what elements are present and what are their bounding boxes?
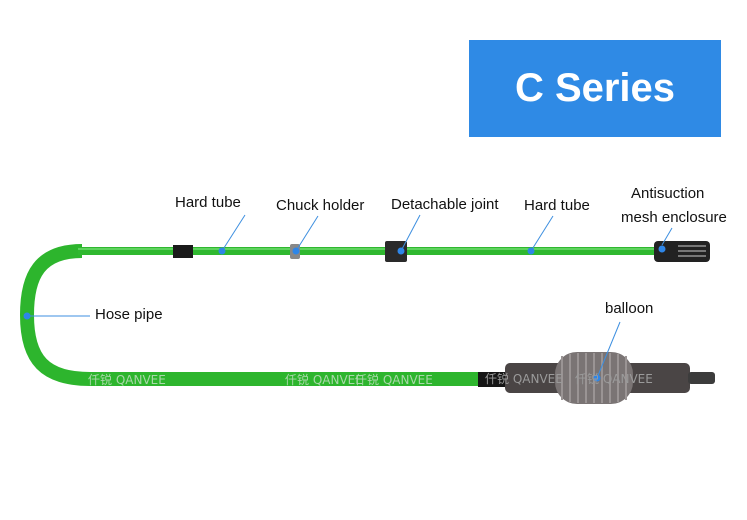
marker-dot (397, 247, 405, 255)
marker-dot (658, 245, 666, 253)
balloon-ribs (561, 353, 627, 403)
label-antisuction: Antisuction (631, 185, 704, 202)
label-balloon: balloon (605, 300, 653, 317)
marker-dot (292, 247, 300, 255)
label-detachable-joint: Detachable joint (391, 196, 499, 213)
tube-band (173, 245, 193, 258)
leader-line (400, 214, 421, 252)
bottom-band (478, 372, 506, 387)
leader-line (221, 214, 246, 252)
marker-dot (527, 247, 535, 255)
series-title-banner: C Series (469, 40, 721, 137)
marker-dot (218, 247, 226, 255)
label-hard-tube: Hard tube (524, 197, 590, 214)
mesh-holes (678, 245, 706, 257)
leader-line (530, 215, 554, 252)
leader-line (661, 227, 673, 246)
tube-watermark: 仟锐 QANVEE (285, 373, 363, 387)
label-mesh-enclosure: mesh enclosure (621, 209, 727, 226)
marker-dot (23, 312, 31, 320)
marker-dot (593, 374, 601, 382)
connector-watermark: 仟锐 QANVEE (485, 372, 563, 386)
catheter-tip (688, 372, 715, 384)
label-chuck-holder: Chuck holder (276, 197, 364, 214)
tube-watermark: 仟锐 QANVEE (88, 373, 166, 387)
detachable-joint-part (385, 241, 407, 262)
label-hose-pipe: Hose pipe (95, 306, 163, 323)
tube-watermark: 仟锐 QANVEE (355, 373, 433, 387)
label-hard-tube: Hard tube (175, 194, 241, 211)
series-title: C Series (514, 66, 676, 110)
balloon-watermark: 仟锐 QANVEE (575, 372, 653, 386)
leader-line (596, 321, 621, 379)
leader-line (295, 215, 319, 252)
